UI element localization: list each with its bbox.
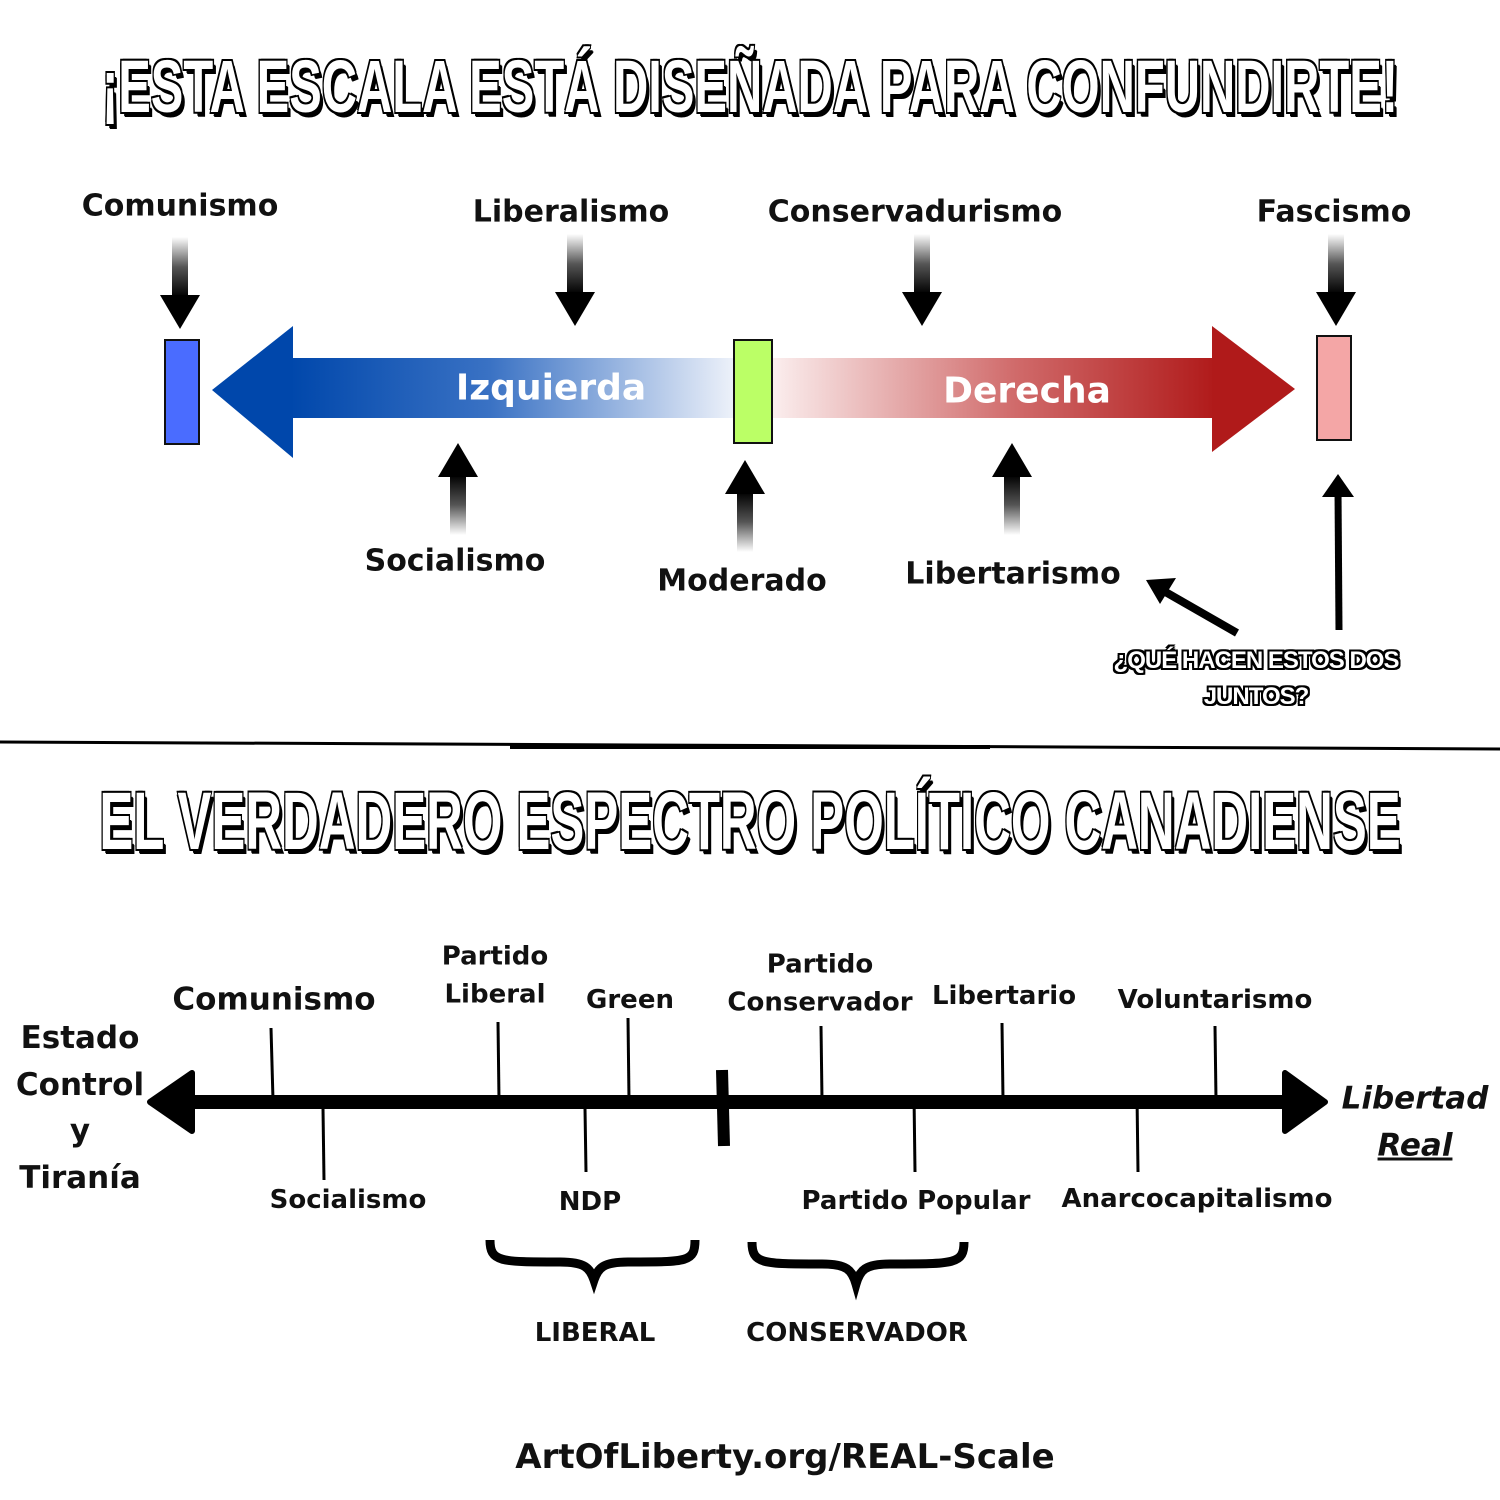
label-conservadurismo: Conservadurismo — [767, 194, 1063, 230]
right-end-line: Real — [1377, 1127, 1453, 1163]
axis-ticks — [269, 1017, 1218, 1181]
callout-text: ¿QUÉ HACEN ESTOS DOS JUNTOS? — [1113, 643, 1400, 715]
fascismo-box — [1316, 335, 1352, 441]
left-end-line: Estado — [20, 1020, 140, 1056]
top-title: ¡ESTA ESCALA ESTÁ DISEÑADA PARA CONFUNDI… — [101, 44, 1399, 130]
axis-label-libertario: Libertario — [931, 981, 1077, 1012]
label-izquierda: Izquierda — [455, 367, 647, 409]
spectrum-axis — [147, 1069, 1328, 1147]
down-arrow-fascismo — [1316, 234, 1356, 326]
label-socialismo: Socialismo — [364, 543, 546, 579]
label-derecha: Derecha — [943, 370, 1111, 412]
up-arrow-libertarismo — [992, 443, 1032, 535]
group-label-liberal: LIBERAL — [534, 1318, 656, 1349]
label-moderado: Moderado — [657, 563, 827, 599]
left-arrow-izquierda — [212, 326, 735, 458]
brace-conservador — [747, 1241, 969, 1301]
callout-arrow-libertarismo — [1146, 578, 1239, 637]
down-arrow-comunismo — [160, 237, 200, 329]
label-line: Partido — [441, 941, 549, 972]
up-arrow-moderado — [725, 460, 765, 552]
axis-label-partido-popular: Partido Popular — [801, 1186, 1031, 1217]
moderado-box — [733, 339, 773, 444]
axis-label-comunismo: Comunismo — [172, 981, 376, 1018]
footer-url[interactable]: ArtOfLiberty.org/REAL-Scale — [515, 1437, 1055, 1477]
right-end-label: Libertad Real — [1342, 1076, 1489, 1169]
label-line: Conservador — [727, 987, 913, 1017]
axis-label-ndp: NDP — [558, 1187, 622, 1218]
axis-label-socialismo: Socialismo — [269, 1185, 427, 1216]
left-end-label: Estado Control y Tiranía — [16, 1015, 144, 1201]
brace-liberal — [485, 1239, 700, 1295]
right-end-line: Libertad — [1341, 1080, 1489, 1117]
group-label-conservador: CONSERVADOR — [746, 1318, 968, 1349]
axis-label-green: Green — [586, 985, 674, 1016]
callout-line-1: ¿QUÉ HACEN ESTOS DOS — [1113, 647, 1400, 674]
callout-line-2: JUNTOS? — [1203, 683, 1310, 710]
label-line: Partido — [766, 949, 874, 980]
left-end-line: y — [69, 1113, 91, 1149]
down-arrow-liberalismo — [555, 234, 595, 326]
axis-label-voluntarismo: Voluntarismo — [1117, 985, 1313, 1016]
left-end-line: Tiranía — [19, 1159, 141, 1196]
comunismo-box — [164, 339, 200, 445]
up-arrow-socialismo — [438, 443, 478, 535]
label-fascismo: Fascismo — [1256, 194, 1412, 230]
axis-label-partido-conservador: Partido Conservador — [727, 946, 912, 1021]
label-line: Liberal — [444, 979, 546, 1009]
label-liberalismo: Liberalismo — [472, 194, 670, 230]
axis-label-anarcocapitalismo: Anarcocapitalismo — [1061, 1184, 1333, 1215]
axis-label-partido-liberal: Partido Liberal — [442, 938, 549, 1013]
bottom-title: EL VERDADERO ESPECTRO POLÍTICO CANADIENS… — [98, 775, 1401, 869]
label-comunismo: Comunismo — [81, 188, 279, 224]
callout-arrow-fascismo — [1322, 474, 1354, 631]
label-libertarismo: Libertarismo — [905, 556, 1121, 592]
left-end-line: Control — [15, 1066, 145, 1103]
right-arrow-derecha — [772, 326, 1295, 452]
section-divider — [0, 740, 1500, 751]
down-arrow-conservadurismo — [902, 234, 942, 326]
center-tick — [716, 1069, 730, 1147]
